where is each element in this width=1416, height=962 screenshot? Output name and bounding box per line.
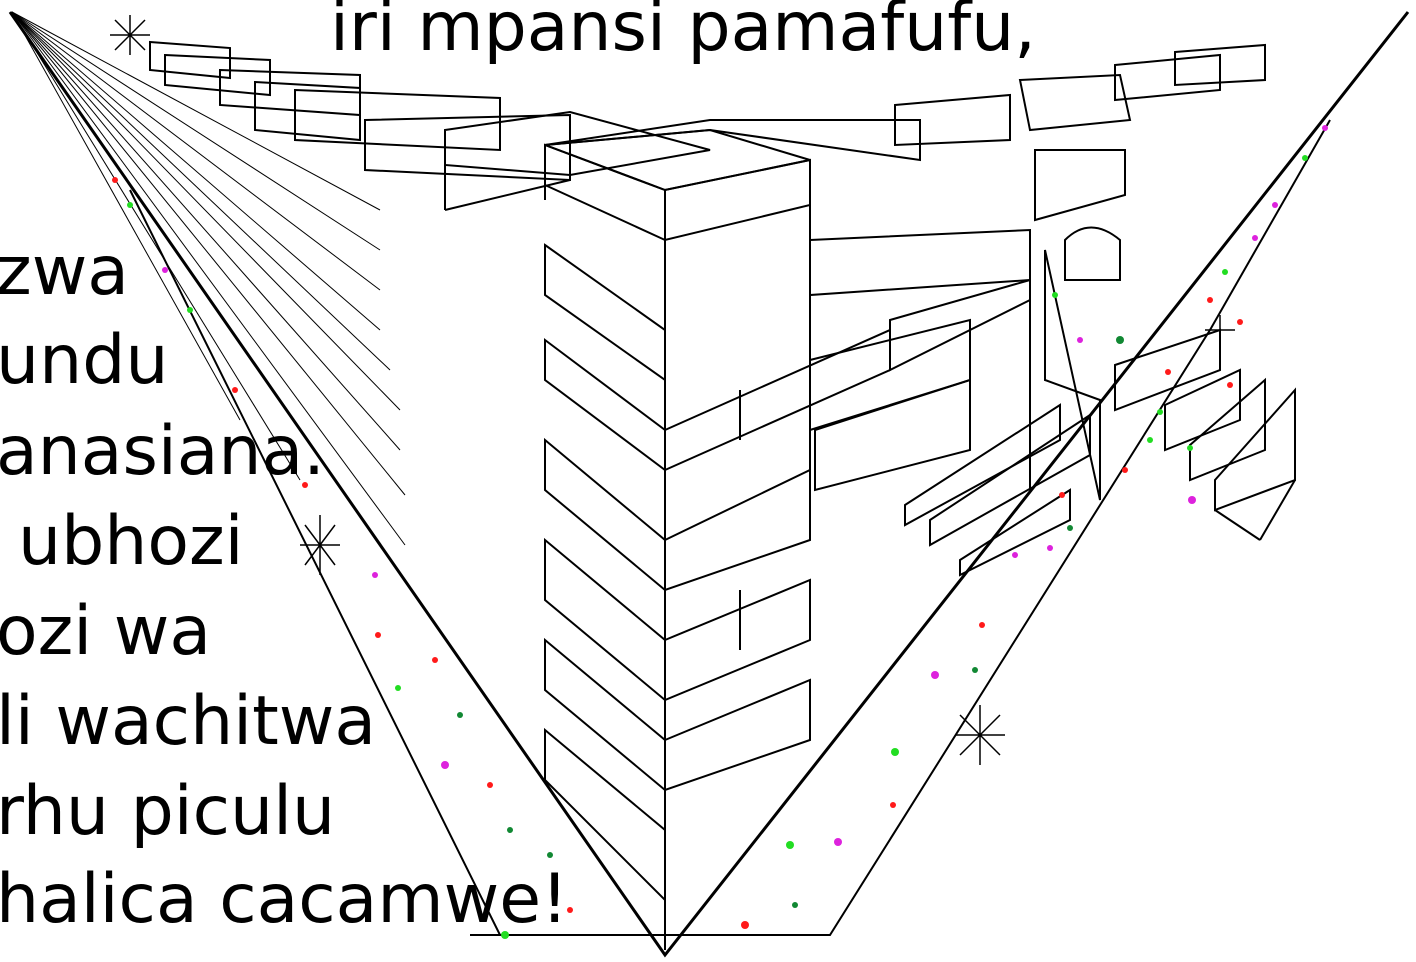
central-tower [544,119,1031,950]
sparkle-marks [110,15,1235,765]
staircase [1114,328,1296,541]
right-top-boxes [894,43,1266,501]
caption-line: ozi wa [0,592,212,671]
left-vanishing-lines [11,11,406,546]
caption-line: rhu piculu [0,772,336,851]
caption-line: anasiana. [0,412,325,491]
top-caption: iri mpansi pamafufu, [330,0,1036,67]
left-top-boxes [149,40,711,211]
caption-line: halica cacamwe! [0,860,569,939]
caption-line: undu [0,321,169,400]
confetti-dots [112,125,1328,939]
caption-line: ubhozi [18,502,244,581]
lower-blocks [904,403,1091,577]
caption-line: zwa [0,232,129,311]
caption-line: li wachitwa [0,682,377,761]
